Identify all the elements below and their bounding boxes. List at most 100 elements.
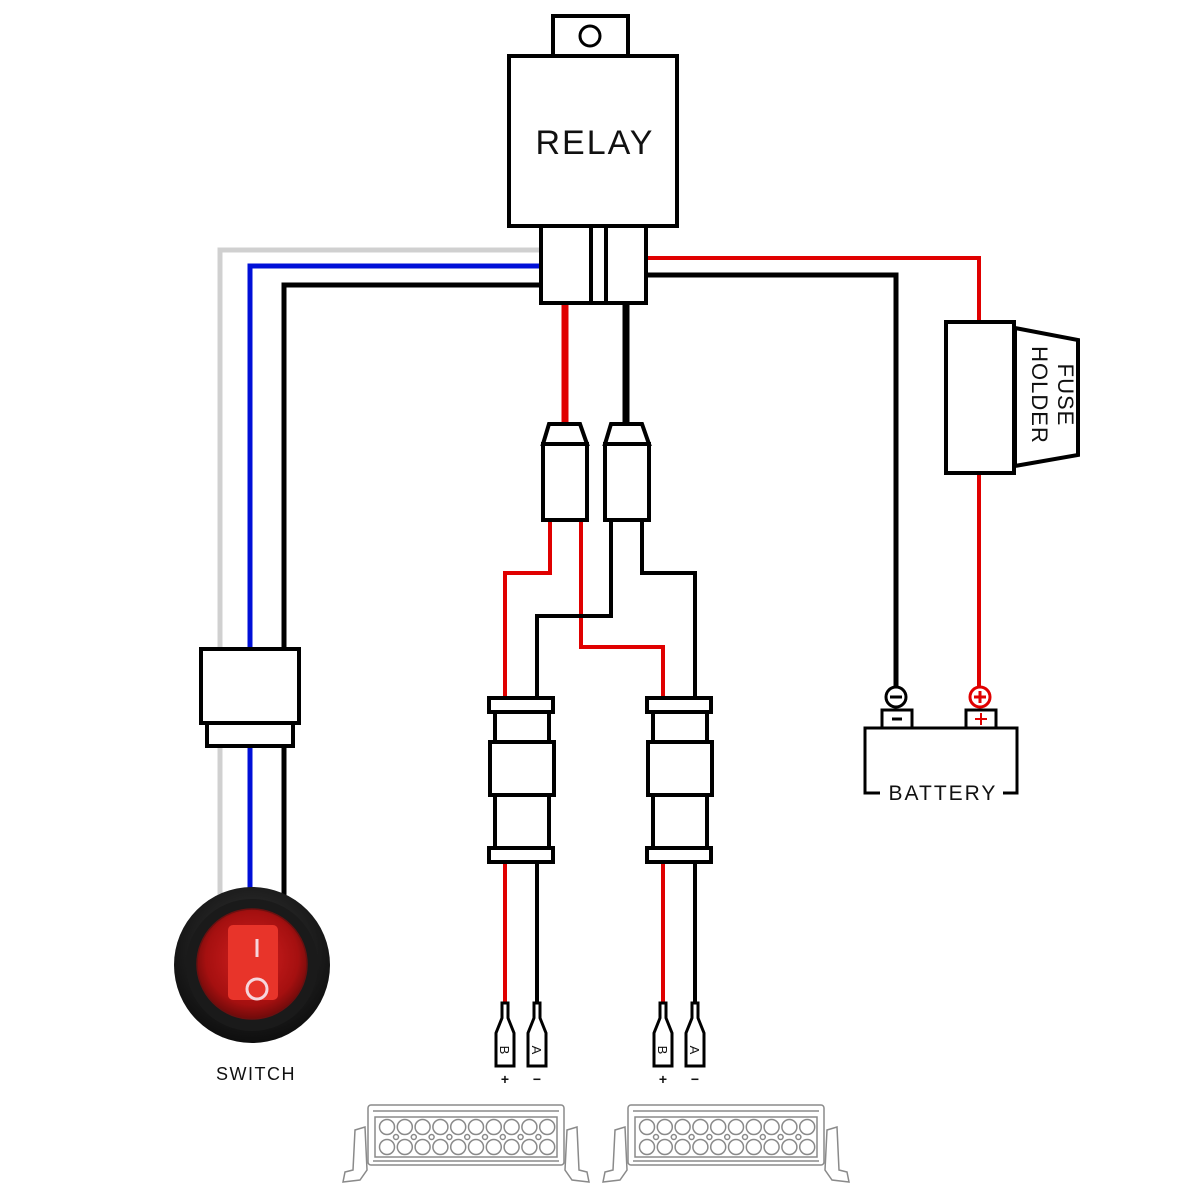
- light-bar-housing: [367, 1104, 565, 1166]
- splitter-cap-red: [540, 422, 590, 446]
- led-small: [670, 1133, 678, 1141]
- led-light-bar-lightbar-2: [602, 1104, 850, 1183]
- spade-terminal-polarity: −: [533, 1071, 541, 1087]
- switch-connector: [199, 647, 301, 748]
- relay-label: RELAY: [536, 124, 655, 162]
- relay-tab-hole: [578, 24, 602, 48]
- led: [467, 1138, 485, 1156]
- led: [449, 1138, 467, 1156]
- black-split-wire-2: [640, 520, 697, 698]
- relay-tab: [551, 14, 630, 58]
- battery-outline: [863, 726, 1019, 795]
- led-small: [688, 1133, 695, 1141]
- splitter-body-black: [603, 442, 651, 522]
- led: [781, 1138, 798, 1156]
- red-split-wire-1: [503, 520, 552, 698]
- terminal-pair-lightbar-1: B+A−: [494, 1001, 548, 1087]
- harness-connector-middle: [488, 740, 556, 797]
- splitter-body-red: [541, 442, 589, 522]
- harness-connector-bottom-flange: [645, 846, 713, 864]
- led: [467, 1118, 485, 1136]
- spade-terminal-letter: B: [497, 1046, 512, 1055]
- black-ground-wire: [646, 272, 899, 688]
- rocker-switch[interactable]: [174, 887, 330, 1043]
- light-bar-lens: [634, 1116, 818, 1158]
- led-small: [741, 1133, 749, 1141]
- led-small: [759, 1133, 767, 1141]
- light-bar-lens: [374, 1116, 558, 1158]
- gray-wire: [217, 247, 541, 900]
- fuse-holder-label-line1: FUSE: [1053, 364, 1078, 427]
- led-small: [723, 1133, 731, 1141]
- led: [798, 1138, 816, 1156]
- harness-connector-middle: [646, 740, 714, 797]
- led-light-bar-lightbar-1: [342, 1104, 590, 1183]
- led: [727, 1118, 745, 1136]
- led: [674, 1118, 691, 1136]
- harness-connector-top-flange: [487, 696, 555, 714]
- led: [656, 1118, 674, 1136]
- led: [378, 1118, 396, 1136]
- relay-socket-mid: [589, 224, 608, 305]
- led: [709, 1118, 727, 1136]
- led-small: [706, 1133, 713, 1141]
- led-small: [517, 1133, 524, 1141]
- relay: [507, 14, 679, 305]
- harness-connector-bottom-ring: [493, 793, 551, 852]
- harness-connector-top-ring: [651, 710, 709, 744]
- led: [521, 1138, 538, 1156]
- harness-connector-lightbar-1: [487, 696, 556, 864]
- led: [538, 1138, 556, 1156]
- led-small: [499, 1133, 507, 1141]
- led: [378, 1138, 396, 1156]
- spade-terminal-polarity: +: [659, 1071, 667, 1087]
- spade-terminal-a: A−: [526, 1001, 548, 1087]
- terminals: B+A−B+A−: [494, 1001, 706, 1087]
- led-small: [535, 1133, 542, 1141]
- spade-terminal-letter: A: [529, 1046, 544, 1055]
- spade-terminal-outline: [652, 1001, 674, 1068]
- led-small: [428, 1133, 435, 1141]
- red-split-wire-2: [579, 520, 665, 698]
- light-bars: [342, 1104, 850, 1183]
- switch-connector-collar: [205, 721, 295, 748]
- splitter-cap-black: [602, 422, 652, 446]
- led-small: [652, 1133, 660, 1141]
- light-bar-housing: [627, 1104, 825, 1166]
- led: [503, 1118, 520, 1136]
- led-small: [410, 1133, 418, 1141]
- terminal-pair-lightbar-2: B+A−: [652, 1001, 706, 1087]
- led: [485, 1118, 503, 1136]
- light-bar-bracket-right: [824, 1126, 850, 1183]
- light-bar-bracket-left: [342, 1126, 368, 1183]
- harness-connectors: [487, 696, 714, 864]
- relay-socket-right: [604, 224, 648, 305]
- led: [396, 1118, 414, 1136]
- spade-terminal-polarity: +: [501, 1071, 509, 1087]
- led-small: [777, 1133, 784, 1141]
- led: [538, 1118, 556, 1136]
- relay-socket-left: [539, 224, 593, 305]
- led: [692, 1118, 709, 1136]
- light-bar-bracket-left: [602, 1126, 628, 1183]
- splitter-connectors: [540, 422, 652, 522]
- fuse-holder: [944, 320, 1080, 475]
- switch-off-symbol: [245, 977, 269, 1001]
- led: [727, 1138, 745, 1156]
- led: [485, 1138, 503, 1156]
- led: [521, 1118, 538, 1136]
- fuse-holder-body: [944, 320, 1016, 475]
- harness-connector-lightbar-2: [645, 696, 714, 864]
- led: [432, 1138, 449, 1156]
- spade-terminal-outline: [684, 1001, 706, 1068]
- harness-connector-bottom-ring: [651, 793, 709, 852]
- led: [674, 1138, 691, 1156]
- switch-rocker[interactable]: [228, 925, 278, 1000]
- led: [432, 1118, 449, 1136]
- light-bar-bracket-right: [564, 1126, 590, 1183]
- led: [638, 1118, 656, 1136]
- led: [781, 1118, 798, 1136]
- spade-terminal-b: B+: [652, 1001, 674, 1087]
- led-small: [481, 1133, 489, 1141]
- spade-terminal-letter: B: [655, 1046, 670, 1055]
